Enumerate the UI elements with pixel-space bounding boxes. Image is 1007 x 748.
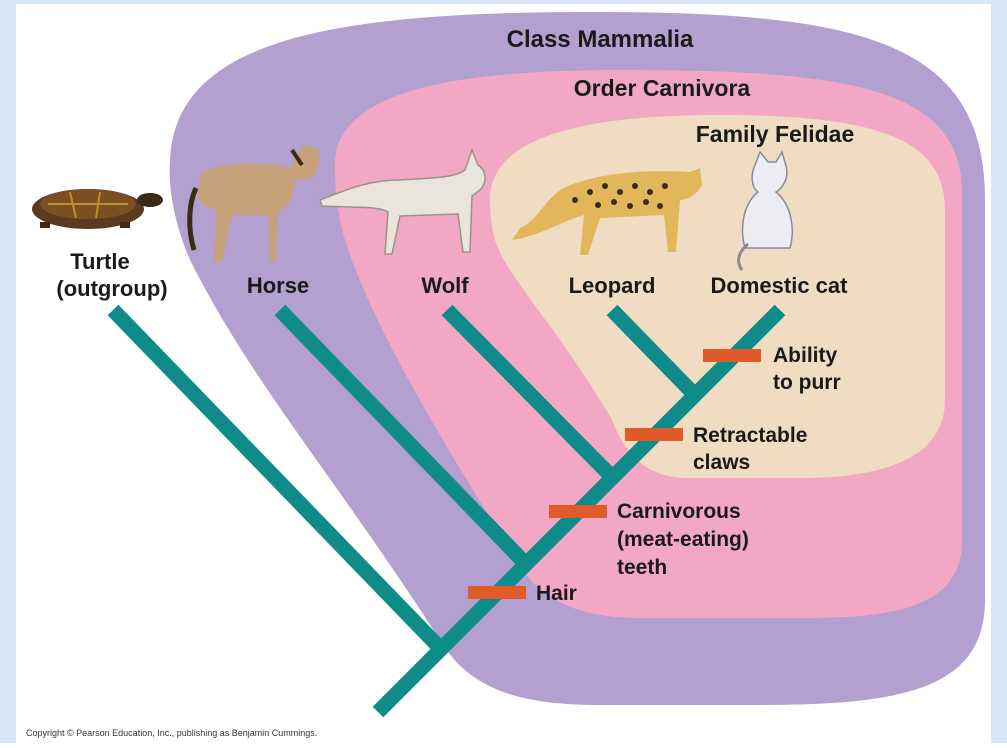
claws-label-line2: claws xyxy=(693,451,750,474)
horse-label: Horse xyxy=(247,273,309,298)
teeth-trait-bar xyxy=(549,505,607,518)
teeth-label-line1: Carnivorous xyxy=(617,500,741,523)
purr-trait-bar xyxy=(703,349,761,362)
teeth-label-line3: teeth xyxy=(617,556,667,579)
family-felidae-label: Family Felidae xyxy=(696,121,855,147)
leopard-label: Leopard xyxy=(569,273,656,298)
copyright-notice: Copyright © Pearson Education, Inc., pub… xyxy=(26,728,317,738)
class-mammalia-label: Class Mammalia xyxy=(507,26,694,53)
purr-label-line2: to purr xyxy=(773,371,841,394)
purr-label-line1: Ability xyxy=(773,344,837,367)
hair-trait-bar xyxy=(468,586,526,599)
claws-label-line1: Retractable xyxy=(693,424,807,447)
turtle-label-line2: (outgroup) xyxy=(56,276,167,301)
hair-label: Hair xyxy=(536,582,577,605)
domestic-cat-label: Domestic cat xyxy=(711,273,849,298)
turtle-label-line1: Turtle xyxy=(70,249,129,274)
order-carnivora-label: Order Carnivora xyxy=(574,75,751,101)
teeth-label-line2: (meat-eating) xyxy=(617,528,749,551)
claws-trait-bar xyxy=(625,428,683,441)
wolf-label: Wolf xyxy=(421,273,469,298)
